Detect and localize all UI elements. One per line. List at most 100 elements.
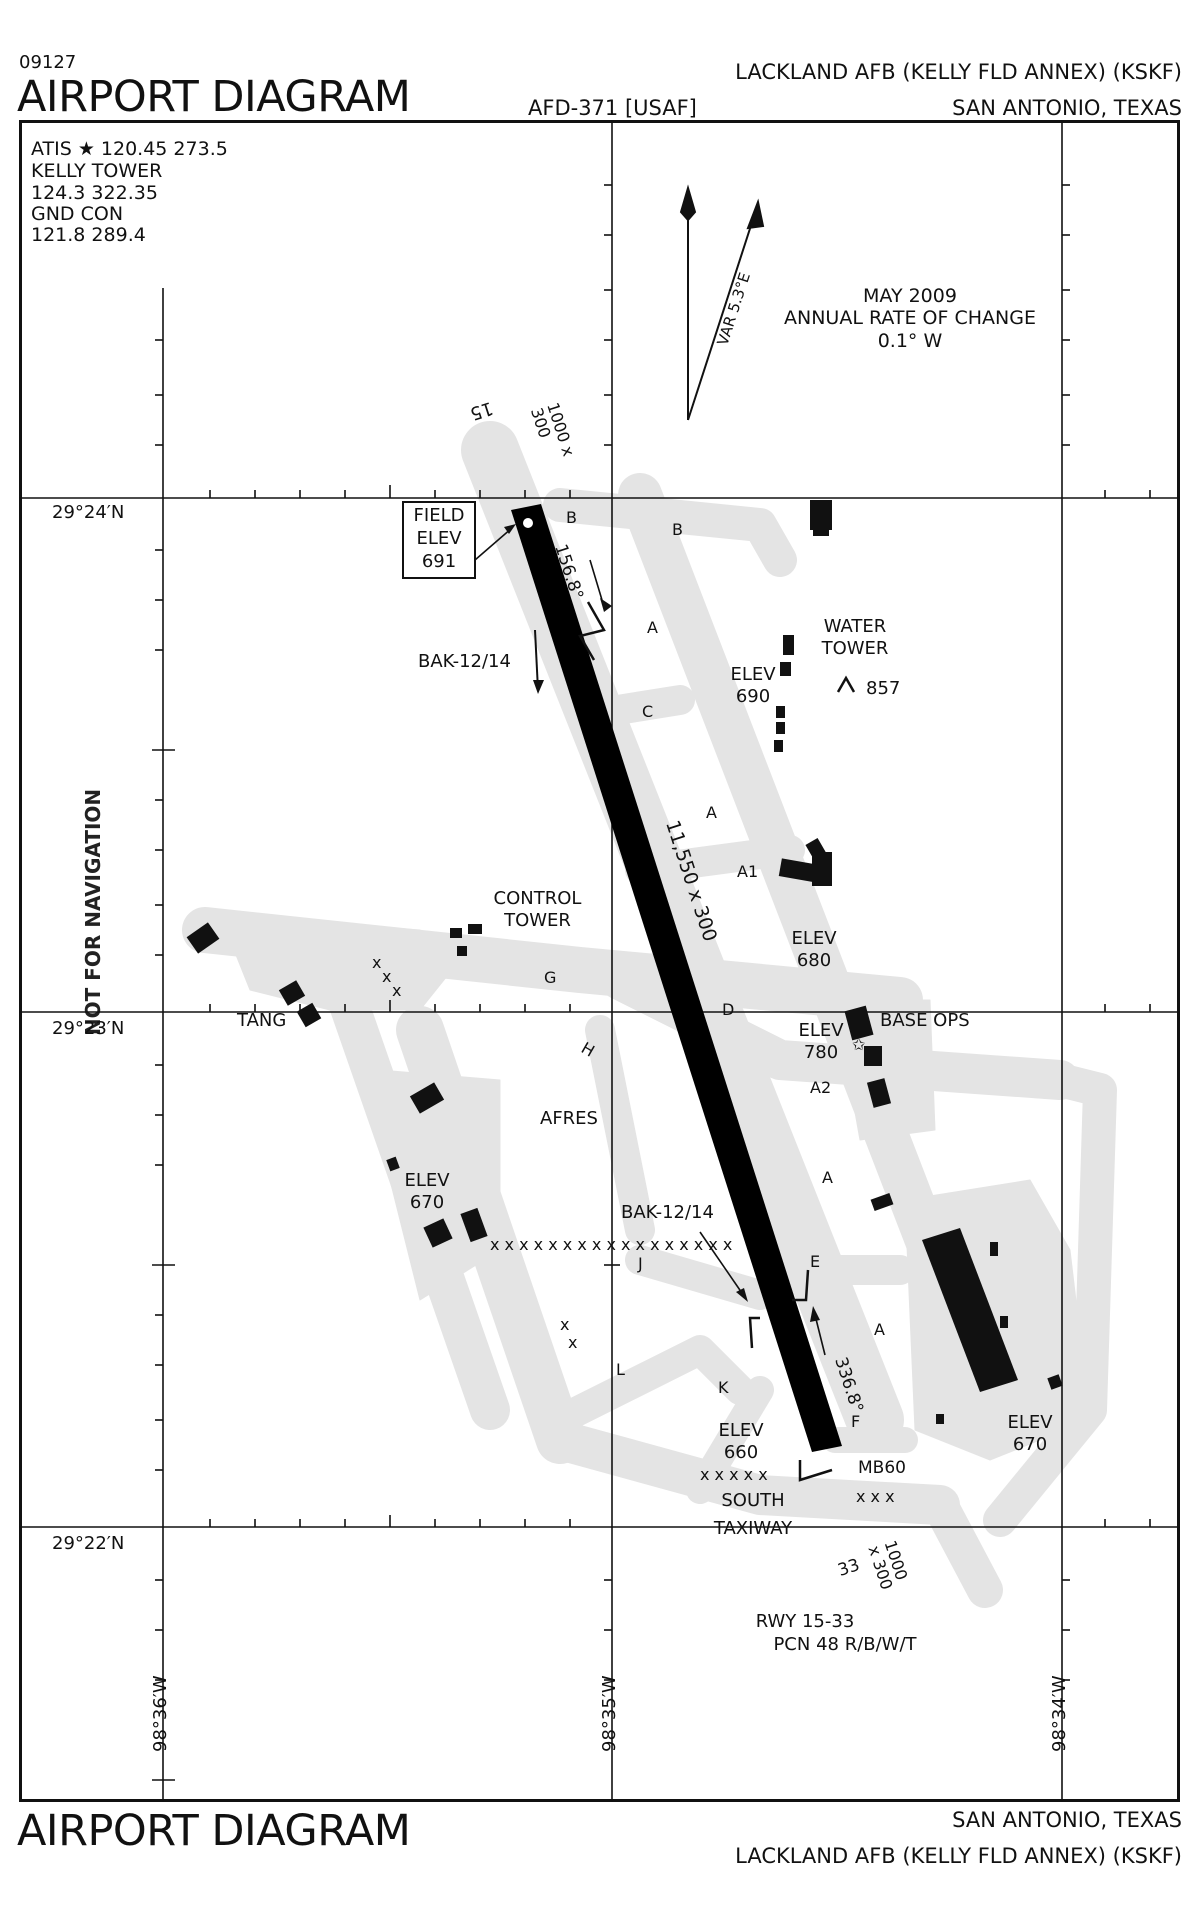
building xyxy=(186,922,220,954)
taxiway-label: A2 xyxy=(810,1078,832,1097)
pcn-value: PCN 48 R/B/W/T xyxy=(773,1634,917,1655)
building xyxy=(870,1192,894,1212)
taxiway-b xyxy=(543,488,797,577)
arresting-gear-label: BAK-12/14 xyxy=(418,651,511,672)
building xyxy=(450,928,462,938)
north-arrow-icon xyxy=(679,184,765,421)
taxiway-a1-connector xyxy=(625,835,805,885)
south-taxiway xyxy=(540,1420,960,1525)
taxiway-label: D xyxy=(722,1000,735,1019)
svg-text:x: x xyxy=(560,1315,569,1334)
atis-frequency: ATIS ★ 120.45 273.5 xyxy=(31,138,228,160)
taxiway-h xyxy=(585,1015,655,1245)
page-title: AIRPORT DIAGRAM xyxy=(17,72,411,122)
building xyxy=(386,1156,400,1172)
diagram-frame xyxy=(19,120,1180,1802)
taxiway-c xyxy=(590,685,695,727)
west-apron xyxy=(219,914,461,1011)
footer-title: AIRPORT DIAGRAM xyxy=(17,1806,411,1856)
svg-text:x: x xyxy=(392,981,401,1000)
building xyxy=(812,852,832,886)
taxiway-label: F xyxy=(851,1412,861,1431)
tower-frequency: 124.3 322.35 xyxy=(31,182,158,204)
base-ops-label: BASE OPS xyxy=(880,1010,970,1031)
svg-text:x x x x x: x x x x x xyxy=(700,1465,768,1484)
longitude-label: 98°36′W xyxy=(150,1675,171,1752)
building xyxy=(468,924,482,934)
obstacle-icon xyxy=(836,675,856,693)
tower-label: KELLY TOWER xyxy=(31,160,163,182)
city-state: SAN ANTONIO, TEXAS xyxy=(952,96,1182,120)
taxiway-label: J xyxy=(638,1254,643,1273)
east-apron-loop xyxy=(983,1063,1117,1537)
ground-frequency: 121.8 289.4 xyxy=(31,224,146,246)
beacon-icon: ✩ xyxy=(852,1035,866,1054)
ground-label: GND CON xyxy=(31,203,124,225)
building xyxy=(1000,1316,1008,1328)
building xyxy=(780,662,791,676)
airport-name: LACKLAND AFB (KELLY FLD ANNEX) (KSKF) xyxy=(735,60,1182,84)
chart-number: 09127 xyxy=(19,52,77,73)
field-elev-box xyxy=(402,501,476,579)
arresting-gear-north xyxy=(578,598,612,661)
building xyxy=(810,500,832,530)
building xyxy=(864,1046,882,1066)
runway-15-33 xyxy=(511,504,842,1452)
svg-text:x: x xyxy=(382,967,391,986)
arresting-gear-south xyxy=(748,1269,810,1349)
building xyxy=(936,1414,944,1424)
building xyxy=(460,1207,488,1243)
building xyxy=(296,1002,322,1028)
taxiway-label: A xyxy=(822,1168,833,1187)
latitude-label: 29°22′N xyxy=(52,1533,125,1554)
svg-text:x: x xyxy=(568,1333,577,1352)
building xyxy=(278,980,306,1006)
fence-marks: xxx x x x x x x x x x x x x x x x x x x … xyxy=(372,953,895,1506)
building xyxy=(423,1218,453,1248)
taxiway-l xyxy=(545,1335,755,1435)
footer-city: SAN ANTONIO, TEXAS xyxy=(952,1808,1182,1832)
taxiway-label: B xyxy=(566,508,577,527)
taxiway-label: A xyxy=(874,1320,885,1339)
runway-designation: RWY 15-33 xyxy=(755,1611,855,1632)
hangar xyxy=(922,1228,1018,1392)
taxiway-label: G xyxy=(544,968,557,987)
grid-ticks xyxy=(152,184,1151,1781)
south-taxiway-label: SOUTH xyxy=(721,1490,785,1511)
building xyxy=(1047,1374,1063,1390)
building xyxy=(774,740,783,752)
footer-airport-name: LACKLAND AFB (KELLY FLD ANNEX) (KSKF) xyxy=(735,1844,1182,1868)
taxiway-label: C xyxy=(642,702,654,721)
taxiway-label: A xyxy=(706,803,717,822)
taxiway-label: K xyxy=(718,1378,729,1397)
var-rate-label: ANNUAL RATE OF CHANGE xyxy=(784,307,1036,329)
svg-text:x x x: x x x xyxy=(856,1487,895,1506)
building xyxy=(990,1242,998,1256)
afd-reference: AFD-371 [USAF] xyxy=(528,96,697,120)
var-date: MAY 2009 xyxy=(863,285,957,307)
base-ops-building xyxy=(844,1005,874,1041)
building xyxy=(866,1078,892,1108)
taxiway-a-east xyxy=(618,473,972,1322)
latitude-label: 29°24′N xyxy=(52,502,125,523)
svg-text:x: x xyxy=(372,953,381,972)
building xyxy=(409,1082,445,1114)
tang-label: TANG xyxy=(237,1010,287,1031)
var-rate: 0.1° W xyxy=(877,330,943,352)
grid-lines xyxy=(19,120,1180,1802)
longitude-label: 98°35′W xyxy=(599,1675,620,1752)
taxiway-label: B xyxy=(672,520,683,539)
taxiway-label: A1 xyxy=(737,862,759,881)
mb60-label: MB60 xyxy=(858,1458,906,1478)
building xyxy=(783,635,794,655)
water-tower-elevation: 857 xyxy=(866,678,901,699)
taxiway-label: E xyxy=(810,1252,821,1271)
